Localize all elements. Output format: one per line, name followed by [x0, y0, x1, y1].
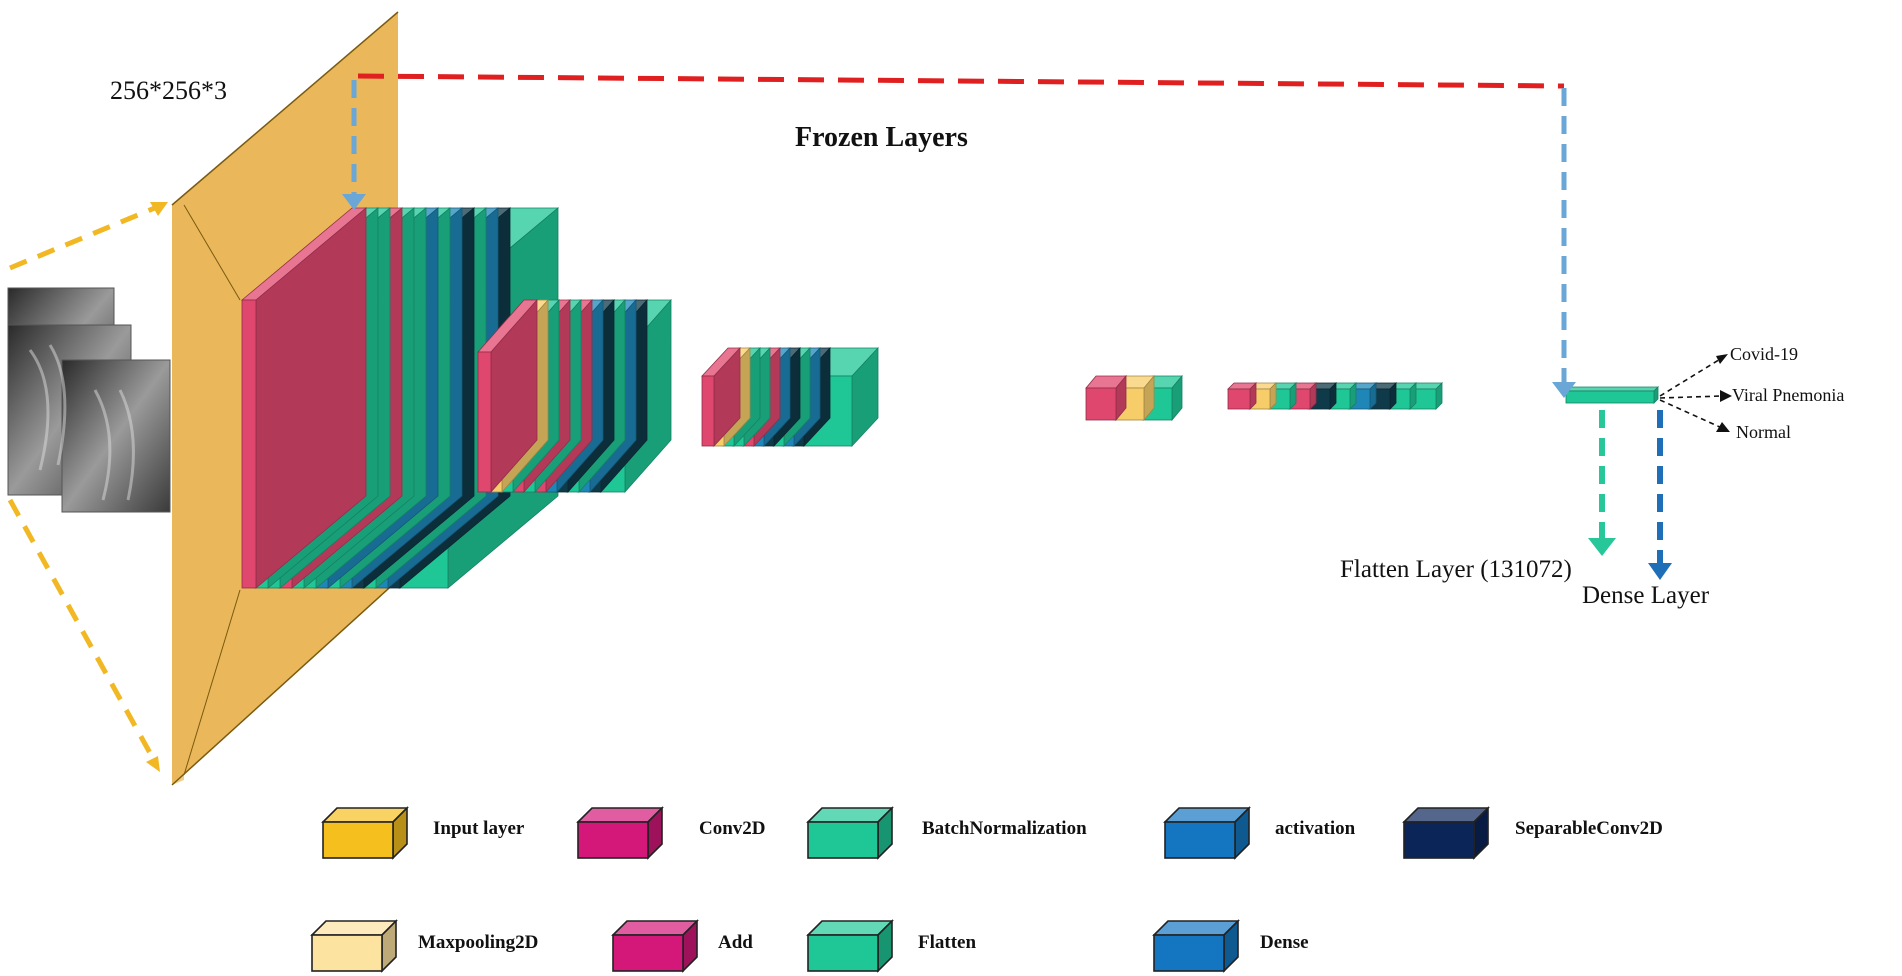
dense-layer-label: Dense Layer	[1582, 582, 1710, 609]
legend-swatch	[576, 806, 664, 860]
legend-label-batchnorm: BatchNormalization	[922, 818, 1087, 839]
input-size-label: 256*256*3	[110, 76, 227, 105]
stage3-layer-0	[701, 346, 741, 448]
frozen-layers-bracket	[342, 73, 1576, 398]
legend-label-input: Input layer	[433, 818, 525, 839]
legend-label-conv2d: Conv2D	[699, 818, 766, 839]
flatten-layer-label: Flatten Layer (131072)	[1340, 556, 1572, 583]
output-arrows	[1659, 354, 1732, 432]
input-projection-arrows	[7, 202, 168, 772]
flatten-dense-bar	[1565, 386, 1659, 404]
legend-label-separable: SeparableConv2D	[1515, 818, 1663, 839]
legend-swatch	[1152, 919, 1240, 973]
flatten-dense-arrows	[1588, 410, 1672, 580]
legend-swatch	[806, 919, 894, 973]
frozen-layers-label: Frozen Layers	[795, 122, 968, 153]
layer-blocks	[240, 207, 1659, 589]
legend-label-dense: Dense	[1260, 932, 1309, 953]
legend-label-flatten: Flatten	[918, 932, 977, 953]
stage5-layer-0	[1227, 382, 1257, 410]
stage2-layer-0	[477, 298, 538, 494]
legend-swatch	[611, 919, 699, 973]
stage1-layer-0	[240, 207, 368, 589]
legend-label-activation: activation	[1275, 818, 1356, 839]
output-label-viral: Viral Pnemonia	[1732, 385, 1845, 405]
legend-swatch	[1402, 806, 1490, 860]
legend-swatch	[310, 919, 398, 973]
legend-swatch	[806, 806, 894, 860]
legend	[310, 806, 1490, 973]
legend-swatch	[1163, 806, 1251, 860]
output-label-normal: Normal	[1736, 422, 1791, 442]
legend-label-maxpool: Maxpooling2D	[418, 932, 539, 953]
legend-label-add: Add	[718, 932, 753, 953]
output-label-covid: Covid-19	[1730, 344, 1799, 364]
xray-image-stack	[7, 287, 171, 513]
stage4-layer-0	[1085, 374, 1127, 422]
legend-swatch	[321, 806, 409, 860]
